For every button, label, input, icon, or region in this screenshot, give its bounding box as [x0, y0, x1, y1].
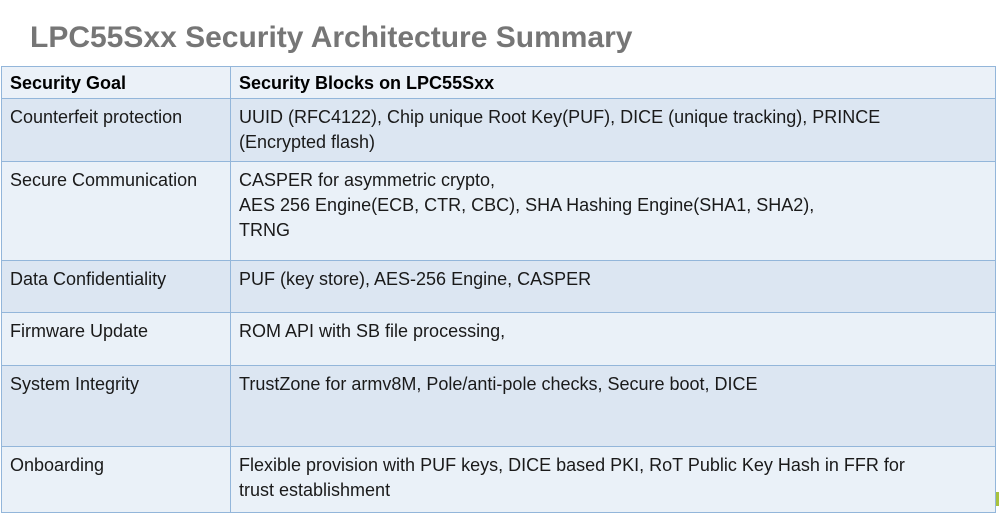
blocks-cell: Flexible provision with PUF keys, DICE b… — [230, 446, 996, 513]
goal-cell: Secure Communication — [1, 161, 231, 261]
blocks-cell: PUF (key store), AES-256 Engine, CASPER — [230, 260, 996, 313]
column-header-security-goal: Security Goal — [1, 66, 231, 99]
goal-cell: Firmware Update — [1, 312, 231, 366]
goal-cell: Data Confidentiality — [1, 260, 231, 313]
blocks-cell: CASPER for asymmetric crypto, AES 256 En… — [230, 161, 996, 261]
blocks-cell: UUID (RFC4122), Chip unique Root Key(PUF… — [230, 98, 996, 162]
table-row: Data Confidentiality PUF (key store), AE… — [1, 260, 996, 313]
security-summary-table: Security Goal Security Blocks on LPC55Sx… — [1, 66, 996, 513]
slide-edge-accent — [996, 492, 999, 506]
table-row: Secure Communication CASPER for asymmetr… — [1, 161, 996, 261]
table-row: Counterfeit protection UUID (RFC4122), C… — [1, 98, 996, 162]
table-row: Onboarding Flexible provision with PUF k… — [1, 446, 996, 513]
blocks-cell: TrustZone for armv8M, Pole/anti-pole che… — [230, 365, 996, 447]
blocks-cell: ROM API with SB file processing, — [230, 312, 996, 366]
slide-title: LPC55Sxx Security Architecture Summary — [30, 21, 633, 55]
goal-cell: Counterfeit protection — [1, 98, 231, 162]
goal-cell: System Integrity — [1, 365, 231, 447]
table-row: System Integrity TrustZone for armv8M, P… — [1, 365, 996, 447]
table-row: Firmware Update ROM API with SB file pro… — [1, 312, 996, 366]
column-header-security-blocks: Security Blocks on LPC55Sxx — [230, 66, 996, 99]
goal-cell: Onboarding — [1, 446, 231, 513]
table-header-row: Security Goal Security Blocks on LPC55Sx… — [1, 66, 996, 99]
